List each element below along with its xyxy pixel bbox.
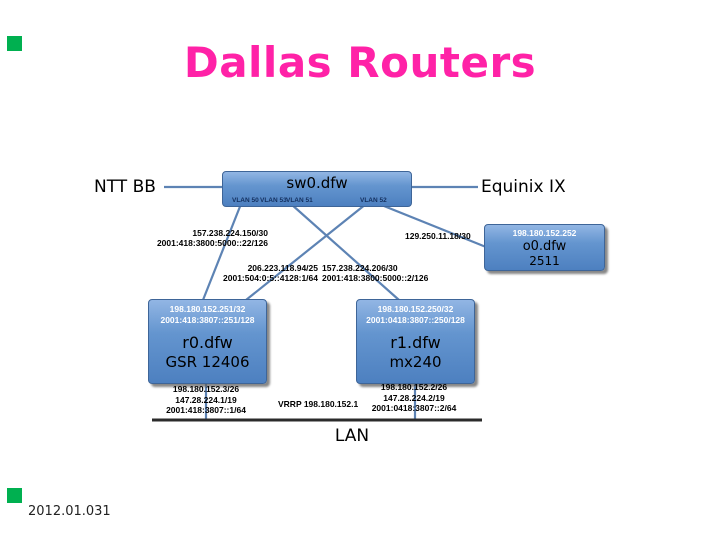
o0-hostname: o0.dfw (522, 239, 567, 254)
ipv6-address: 2001:0418:3807::250/128 (366, 315, 465, 325)
ipv6-address: 2001:418:3807::1/64 (166, 405, 246, 415)
link-label-ix-peering: 206.223.118.94/25 2001:504:0:5::4128:1/6… (223, 263, 318, 283)
switch-hostname: sw0.dfw (286, 174, 348, 192)
vlan-52-label: VLAN 52 (360, 197, 387, 204)
o0-ip-address: 198.180.152.252 (512, 228, 577, 238)
r0-lan-addresses: 198.180.152.3/26 147.28.224.1/19 2001:41… (150, 384, 262, 416)
r1-loopback-addresses: 198.180.152.250/32 2001:0418:3807::250/1… (357, 300, 474, 326)
ntt-bb-label: NTT BB (94, 177, 156, 197)
ipv4-address: 157.238.224.206/30 (322, 263, 398, 273)
r1-model: mx240 (389, 353, 442, 371)
wire-switch-vlan51-to-r0 (245, 203, 367, 301)
r0-loopback-addresses: 198.180.152.251/32 2001:418:3807::251/12… (149, 300, 266, 326)
ipv4-address: 198.180.152.251/32 (169, 304, 246, 314)
ipv4-address: 198.180.152.2/26 (380, 382, 448, 392)
vlan-53-label: VLAN 53 (260, 197, 287, 204)
equinix-ix-label: Equinix IX (481, 177, 566, 197)
ipv6-address: 2001:418:3807::251/128 (160, 315, 255, 325)
lan-label: LAN (334, 426, 370, 446)
router-r0-dfw: 198.180.152.251/32 2001:418:3807::251/12… (148, 299, 267, 384)
ipv6-address: 2001:418:3800:5000::22/126 (156, 238, 268, 248)
ipv4-address: 198.180.152.250/32 (377, 304, 454, 314)
r1-hostname: r1.dfw (390, 333, 441, 352)
wire-switch-vlan50-to-r0 (201, 203, 243, 301)
ipv4-address: 157.238.224.150/30 (192, 228, 268, 238)
link-label-sw-r0-left: 157.238.224.150/30 2001:418:3800:5000::2… (157, 228, 268, 248)
slide-title: Dallas Routers (183, 38, 537, 87)
ipv6-address: 2001:504:0:5::4128:1/64 (223, 273, 318, 283)
r0-hostname: r0.dfw (182, 333, 233, 352)
console-server-o0-dfw: 198.180.152.252 o0.dfw 2511 (484, 224, 605, 271)
vrrp-label: VRRP 198.180.152.1 (278, 399, 359, 409)
r1-lan-addresses: 198.180.152.2/26 147.28.224.2/19 2001:04… (358, 382, 470, 414)
ipv4-address: 147.28.224.1/19 (175, 394, 237, 405)
r0-model: GSR 12406 (165, 353, 250, 371)
link-label-sw-r1: 157.238.224.206/30 2001:418:3800:5000::2… (322, 263, 428, 283)
ipv4-address: 129.250.11.18/30 (405, 231, 471, 241)
wire-switch-to-r1 (290, 203, 400, 301)
ipv6-address: 2001:418:3800:5000::2/126 (322, 273, 429, 283)
slide-edge-marker-bottom (7, 488, 22, 503)
ipv4-address: 198.180.152.3/26 (172, 384, 240, 394)
switch-sw0-dfw: sw0.dfw VLAN 50 VLAN 53 VLAN 51 VLAN 52 (222, 171, 412, 207)
o0-model: 2511 (529, 254, 560, 268)
ipv6-address: 2001:0418:3807::2/64 (371, 403, 457, 413)
ipv4-address: 147.28.224.2/19 (383, 392, 445, 403)
slide-number: 2012.01.031 (28, 504, 111, 519)
vlan-50-label: VLAN 50 (232, 197, 259, 204)
slide-edge-marker-top (7, 36, 22, 51)
ipv4-address: 206.223.118.94/25 (247, 263, 318, 273)
vlan-51-label: VLAN 51 (286, 197, 313, 204)
router-r1-dfw: 198.180.152.250/32 2001:0418:3807::250/1… (356, 299, 475, 384)
link-label-sw-o0: 129.250.11.18/30 (405, 231, 471, 241)
